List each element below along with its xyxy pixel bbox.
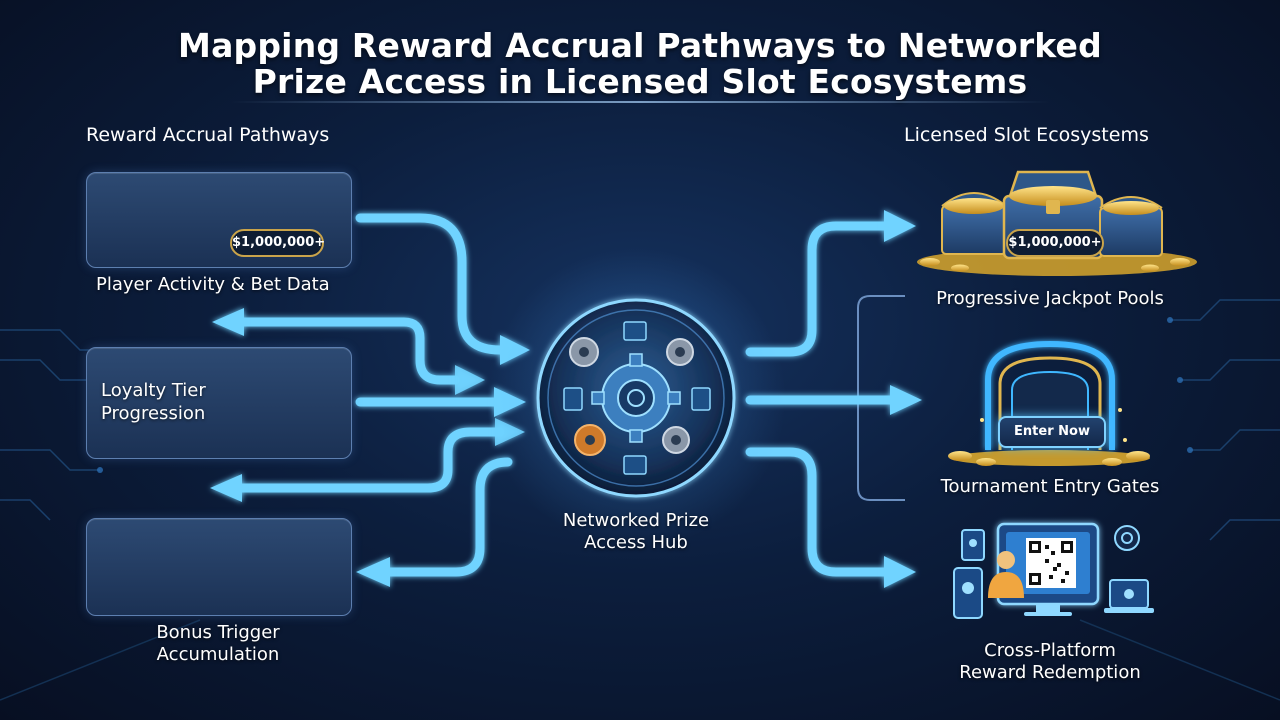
label-loyalty-tier-line-2: Progression — [101, 403, 206, 424]
treasure-chest-icons — [917, 170, 1197, 276]
jackpot-amount-badge: $1,000,000+ — [230, 229, 325, 257]
flow-arrows — [225, 213, 899, 577]
arrow-hub-to-redemption — [745, 447, 895, 577]
panel-bonus-trigger — [86, 518, 352, 616]
center-gear-icon — [591, 353, 681, 443]
gear-icon-top-right — [666, 338, 694, 366]
chip-icons — [563, 321, 711, 475]
label-player-activity: Player Activity & Bet Data — [96, 274, 330, 295]
title-divider — [230, 101, 1050, 103]
gear-icon-bottom-left — [574, 424, 606, 456]
label-progressive-jackpot: Progressive Jackpot Pools — [936, 288, 1164, 309]
label-loyalty-tier-line-1: Loyalty Tier — [101, 380, 206, 401]
gear-icon-bottom-right — [662, 426, 690, 454]
arrow-hub-to-jackpot — [745, 221, 895, 357]
label-bonus-trigger-line-2: Accumulation — [156, 644, 280, 665]
qr-code-icon — [1026, 538, 1076, 588]
gear-icon-top-left — [569, 337, 599, 367]
arrow-hub-to-bonus — [225, 427, 505, 493]
label-tournament-entry: Tournament Entry Gates — [940, 476, 1160, 497]
hub-orb — [486, 248, 786, 548]
left-section-heading: Reward Accrual Pathways — [86, 124, 330, 146]
hub-label-line-1: Networked Prize — [562, 510, 710, 531]
arrow-bonus-loop — [373, 457, 513, 577]
label-bonus-trigger-line-1: Bonus Trigger — [156, 622, 280, 643]
jackpot-pool-badge: $1,000,000+ — [1006, 229, 1104, 257]
label-cross-platform-line-1: Cross-Platform — [984, 640, 1116, 661]
page-title-line-1: Mapping Reward Accrual Pathways to Netwo… — [178, 26, 1102, 65]
panel-loyalty-tier — [86, 347, 352, 459]
hub-label-line-2: Access Hub — [584, 532, 688, 553]
arrow-hub-to-loyalty — [227, 317, 460, 385]
arrow-activity-to-hub — [355, 213, 510, 355]
page-title-line-2: Prize Access in Licensed Slot Ecosystems — [252, 62, 1028, 101]
circuit-traces — [0, 299, 1280, 701]
enter-now-button[interactable]: Enter Now — [998, 416, 1106, 448]
cross-platform-devices-icon — [953, 522, 1154, 619]
label-cross-platform-line-2: Reward Redemption — [959, 662, 1141, 683]
user-avatar-icon — [988, 551, 1024, 598]
right-section-heading: Licensed Slot Ecosystems — [904, 124, 1149, 146]
